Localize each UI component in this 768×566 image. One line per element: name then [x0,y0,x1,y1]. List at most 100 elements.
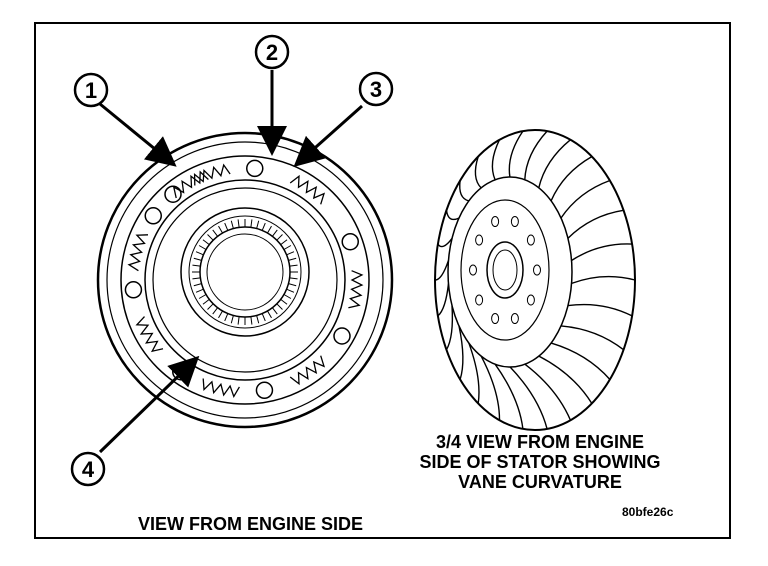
spline-tooth [280,298,288,305]
spline-tooth [224,313,229,322]
spline-tooth [192,264,201,267]
roller [255,381,274,400]
spline-tooth [212,307,219,315]
spline-tooth [237,316,240,325]
spline-tooth [218,310,223,319]
spline-tooth [271,307,278,315]
hub-hole [475,294,484,306]
vane [468,342,480,404]
vane [538,139,571,188]
vane [571,243,633,262]
roller [333,327,351,345]
inner-flange-edge [106,141,384,419]
roller [164,185,182,203]
vane [458,325,464,380]
spring [202,378,240,399]
vane [550,342,611,380]
hub-hole [491,215,500,227]
vane [459,180,470,202]
spline-tooth [230,315,234,324]
spline-tooth [250,219,253,228]
spline-tooth [193,283,202,287]
spline-tooth [283,245,292,250]
leader-3 [293,104,363,167]
caption-line: SIDE OF STATOR SHOWING [419,452,661,472]
vane [445,305,454,351]
callout-label: 1 [85,78,97,103]
spline-tooth [288,257,297,261]
three-quarter-view-caption: 3/4 VIEW FROM ENGINE SIDE OF STATOR SHOW… [380,432,700,492]
vane [437,283,450,317]
vane [445,210,460,221]
callout-3: 3 [358,71,394,107]
spring [135,316,164,353]
hub-holes [469,215,541,325]
spline-tooth [261,313,266,322]
spring [172,170,209,199]
spring [289,174,326,205]
vane [561,325,624,351]
spline-tooth [286,288,295,293]
hub-hole [510,313,519,325]
hub-hole [491,313,500,325]
vane [434,260,450,281]
callout-label: 4 [82,457,95,482]
stator-hub [180,207,310,337]
spline-tooth [267,225,272,234]
roller [144,207,163,225]
spline-tooth [267,310,272,319]
roller-race-outer [120,155,370,405]
spring [289,355,326,386]
vane [491,139,501,181]
spline-tooth [283,294,292,299]
vane [508,130,524,178]
front-view-caption: VIEW FROM ENGINE SIDE [138,514,364,534]
spring [193,163,231,186]
spline-tooth [193,257,202,261]
vane [571,275,636,285]
vane [567,303,633,317]
spline-tooth [276,303,283,310]
callout-2: 2 [254,34,290,70]
hub-hole [526,294,535,306]
callout-4: 4 [70,451,106,487]
callout-label: 3 [370,77,382,102]
caption-line: VANE CURVATURE [458,472,622,492]
spring [348,270,364,309]
spline-tooth [289,277,298,280]
stator-vanes [434,130,636,430]
hub-hole [510,215,519,227]
hub-hole [533,264,541,276]
spline-tooth [195,251,204,256]
callout-1: 1 [73,72,109,108]
spline-tooth [288,283,297,287]
spline-tooth [250,316,253,325]
leader-4 [98,355,200,454]
roller [124,281,143,299]
spline-tooth [202,239,210,246]
spline-tooth [198,294,207,299]
spline-tooth [261,222,266,231]
vane [567,209,624,239]
callout-arrows [98,70,363,454]
spline-tooth [280,239,288,246]
hub-hole [469,264,477,276]
spring [127,234,149,272]
vane [437,237,453,248]
hub-splines [192,219,298,325]
spline-tooth [271,229,278,237]
spline-tooth [202,298,210,305]
spline-tooth [224,222,229,231]
stator-three-quarter-view [434,129,636,431]
spline-tooth [207,234,214,241]
spline-tooth [198,245,207,250]
callout-label: 2 [266,40,278,65]
spline-tooth [212,229,219,237]
caption-line: 3/4 VIEW FROM ENGINE [435,432,645,452]
spline-tooth [237,219,240,228]
spline-tooth [207,303,214,310]
vane [480,355,501,421]
spline-tooth [195,288,204,293]
spline-tooth [256,220,260,229]
spline-tooth [289,264,298,267]
